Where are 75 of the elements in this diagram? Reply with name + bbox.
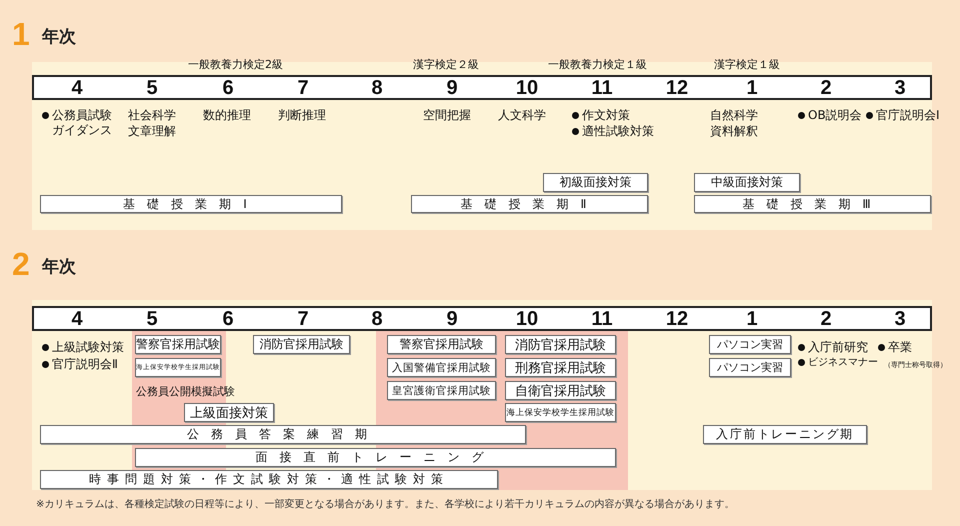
- label-box: 入国警備官採用試験: [387, 358, 496, 377]
- curriculum-text: 数的推理: [203, 108, 251, 123]
- exam-label: 漢字検定２級: [413, 57, 479, 72]
- year-heading: 年次: [42, 256, 76, 278]
- label-box: パソコン実習: [709, 335, 791, 354]
- curriculum-text: 自然科学: [710, 108, 758, 123]
- label-box: 上級面接対策: [184, 403, 274, 422]
- exam-label: 一般教養力検定2級: [188, 57, 283, 72]
- month-number: 7: [296, 77, 310, 99]
- month-number: 6: [221, 77, 235, 99]
- month-number: 8: [370, 77, 384, 99]
- month-number: 5: [145, 77, 159, 99]
- exam-label: 一般教養力検定１級: [548, 57, 647, 72]
- period-bar: 基礎授業期Ⅱ: [411, 195, 648, 213]
- curriculum-text: 作文対策: [582, 108, 630, 123]
- period-bar: 面接直前トレーニング: [135, 448, 616, 467]
- curriculum-text: 卒業: [888, 340, 912, 355]
- curriculum-text: 公務員公開模擬試験: [136, 384, 235, 399]
- month-number: 11: [590, 77, 614, 99]
- curriculum-text: 上級試験対策: [52, 340, 124, 355]
- label-box: 自衛官採用試験: [505, 381, 616, 400]
- curriculum-text: OB説明会: [808, 108, 862, 123]
- month-number: 7: [296, 308, 310, 330]
- month-number: 9: [445, 77, 459, 99]
- period-bar: 基礎授業期Ⅰ: [40, 195, 342, 213]
- label-box: 初級面接対策: [543, 173, 648, 192]
- month-number: 6: [221, 308, 235, 330]
- year-number: 1: [12, 18, 30, 50]
- month-number: 12: [664, 77, 690, 99]
- month-number: 4: [70, 308, 84, 330]
- curriculum-text: 官庁説明会Ⅱ: [52, 357, 118, 372]
- period-bar: 入庁前トレーニング期: [703, 425, 867, 444]
- month-number: 3: [893, 308, 907, 330]
- footnote: ※カリキュラムは、各種検定試験の日程等により、一部変更となる場合があります。また、各学校により若干カリキュラムの内容が異なる場合があります。: [36, 498, 734, 512]
- curriculum-text: 適性試験対策: [582, 124, 654, 139]
- year-number: 2: [12, 248, 30, 280]
- month-number: 9: [445, 308, 459, 330]
- curriculum-text: 入庁前研究: [808, 340, 868, 355]
- month-number: 10: [514, 77, 540, 99]
- period-bar: 時事問題対策・作文試験対策・適性試験対策: [40, 470, 498, 489]
- label-box: 警察官採用試験: [135, 335, 221, 354]
- period-bar: 基礎授業期Ⅲ: [694, 195, 931, 213]
- label-box: 消防官採用試験: [253, 335, 350, 354]
- month-number: 5: [145, 308, 159, 330]
- month-number: 12: [664, 308, 690, 330]
- label-box: パソコン実習: [709, 358, 791, 377]
- month-bar: [32, 306, 932, 331]
- label-box: 皇宮護衛官採用試験: [387, 381, 496, 400]
- curriculum-text: 空間把握: [423, 108, 471, 123]
- curriculum-text: 公務員試験ガイダンス: [52, 108, 113, 138]
- curriculum-text: 官庁説明会Ⅰ: [876, 108, 940, 123]
- label-box: 警察官採用試験: [387, 335, 496, 354]
- month-number: 2: [819, 77, 833, 99]
- exam-label: 漢字検定１級: [714, 57, 780, 72]
- label-box: 海上保安学校学生採用試験: [505, 403, 616, 422]
- curriculum-text: 社会科学: [128, 108, 176, 123]
- curriculum-text: 文章理解: [128, 124, 176, 139]
- curriculum-text: 人文科学: [498, 108, 546, 123]
- month-number: 3: [893, 77, 907, 99]
- period-bar: 公務員答案練習期: [40, 425, 526, 444]
- month-number: 1: [745, 77, 759, 99]
- month-number: 1: [745, 308, 759, 330]
- label-box: 消防官採用試験: [505, 335, 616, 354]
- curriculum-text: ビジネスマナー: [808, 356, 878, 370]
- label-box: 刑務官採用試験: [505, 358, 616, 377]
- curriculum-text: 資料解釈: [710, 124, 758, 139]
- month-number: 4: [70, 77, 84, 99]
- label-box: 中級面接対策: [694, 173, 800, 192]
- month-number: 2: [819, 308, 833, 330]
- month-number: 10: [514, 308, 540, 330]
- month-number: 8: [370, 308, 384, 330]
- month-bar: [32, 75, 932, 100]
- month-number: 11: [590, 308, 614, 330]
- year-heading: 年次: [42, 26, 76, 48]
- curriculum-text: 判断推理: [278, 108, 326, 123]
